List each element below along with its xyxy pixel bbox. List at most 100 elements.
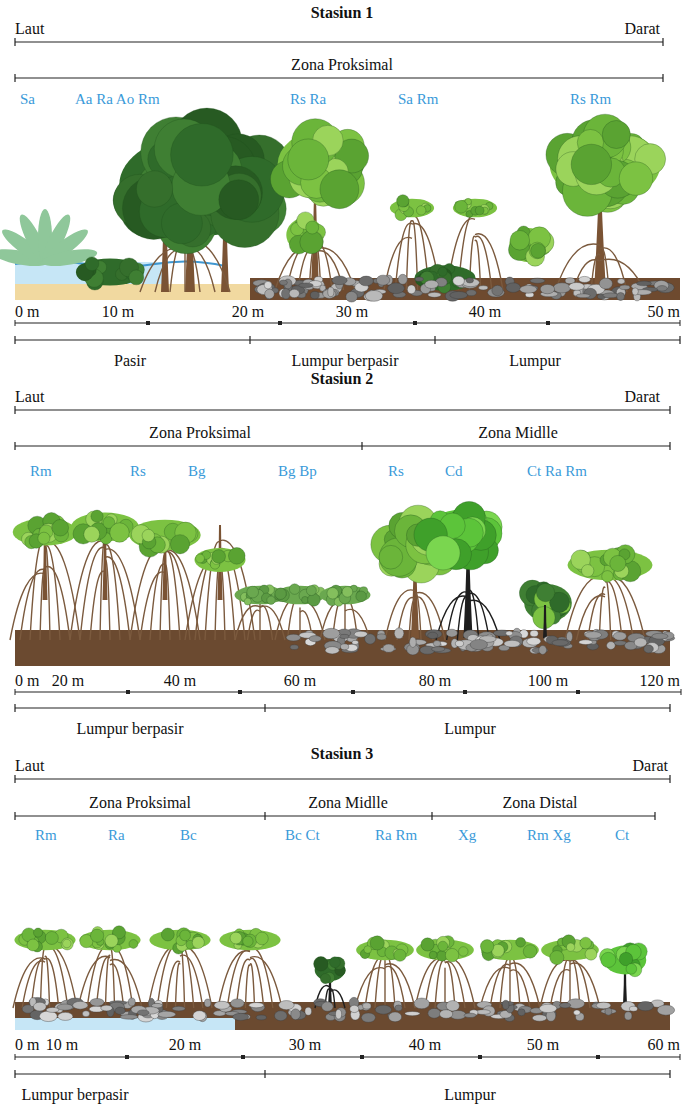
illustration-part bbox=[264, 281, 272, 289]
illustration-part bbox=[398, 274, 407, 284]
distance-label: 120 m bbox=[640, 672, 680, 690]
illustration-part bbox=[15, 689, 16, 695]
illustration-part bbox=[654, 812, 655, 820]
illustration-part bbox=[445, 948, 458, 961]
distance-scale bbox=[15, 689, 681, 695]
illustration-part bbox=[576, 294, 590, 298]
illustration-part bbox=[364, 946, 372, 954]
illustration-part bbox=[478, 1055, 482, 1059]
illustration-part bbox=[463, 690, 467, 694]
species-code: Bg bbox=[188, 462, 206, 480]
illustration-part bbox=[275, 598, 300, 640]
illustration-part bbox=[264, 704, 265, 712]
illustration-part bbox=[546, 321, 550, 325]
illustration-part bbox=[39, 1011, 57, 1022]
illustration-part bbox=[455, 200, 468, 213]
illustration-part bbox=[365, 290, 382, 301]
prop-roots bbox=[385, 590, 445, 640]
illustration-part bbox=[550, 951, 564, 965]
prop-roots bbox=[540, 957, 600, 1008]
illustration-part bbox=[435, 960, 445, 1008]
illustration-part bbox=[140, 248, 185, 292]
illustration-part bbox=[214, 1001, 230, 1009]
illustration-part bbox=[129, 270, 144, 285]
zone-label: Zona Midlle bbox=[478, 424, 558, 442]
illustration-part bbox=[105, 557, 130, 640]
illustration-part bbox=[15, 77, 663, 78]
illustration-part bbox=[90, 998, 104, 1006]
illustration-part bbox=[195, 548, 246, 572]
illustration-part bbox=[14, 406, 15, 414]
illustration-part bbox=[481, 940, 539, 960]
illustration-part bbox=[166, 961, 180, 1008]
illustration-part bbox=[101, 1005, 113, 1011]
illustration-part bbox=[629, 1006, 637, 1011]
tree-canopy bbox=[195, 548, 246, 572]
illustration-part bbox=[259, 599, 260, 640]
illustration-part bbox=[15, 320, 16, 326]
illustration-part bbox=[480, 940, 493, 953]
illustration-part bbox=[142, 529, 154, 541]
tree-canopy bbox=[235, 585, 286, 605]
illustration-part bbox=[291, 1009, 301, 1020]
illustration-part bbox=[370, 936, 384, 950]
prop-roots bbox=[565, 576, 645, 640]
illustration-part bbox=[618, 279, 625, 284]
species-code: Rs Rm bbox=[570, 90, 611, 108]
tree-canopy bbox=[546, 114, 666, 216]
illustration-part bbox=[256, 1015, 266, 1020]
illustration-part bbox=[228, 548, 245, 565]
zone-label: Zona Proksimal bbox=[149, 424, 251, 442]
illustration-part bbox=[85, 257, 99, 271]
direction-label: Laut bbox=[15, 388, 44, 406]
illustration-part bbox=[245, 965, 250, 1008]
transect-bar bbox=[15, 775, 670, 783]
illustration-part bbox=[394, 949, 406, 961]
illustration-part bbox=[14, 336, 15, 344]
illustration-part bbox=[680, 1054, 681, 1060]
illustration-part bbox=[265, 289, 275, 298]
illustration-part bbox=[125, 1055, 129, 1059]
illustration-part bbox=[445, 958, 475, 1008]
direction-label: Darat bbox=[624, 388, 660, 406]
illustration-part bbox=[130, 546, 165, 640]
tree-canopy bbox=[416, 936, 474, 962]
illustration-part bbox=[136, 171, 172, 207]
distance-label: 10 m bbox=[46, 1036, 78, 1054]
transect-bar bbox=[15, 406, 670, 414]
illustration-part bbox=[425, 280, 439, 288]
illustration-part bbox=[305, 1007, 312, 1015]
illustration-part bbox=[657, 1005, 674, 1015]
illustration-part bbox=[681, 689, 682, 695]
species-code: Aa Ra Ao Rm bbox=[75, 90, 160, 108]
illustration-part bbox=[235, 606, 260, 640]
illustration-part bbox=[425, 630, 442, 639]
illustration-part bbox=[336, 1009, 342, 1019]
illustration-part bbox=[385, 590, 415, 640]
illustration-part bbox=[585, 632, 602, 639]
illustration-part bbox=[466, 290, 476, 296]
illustration-part bbox=[619, 162, 652, 195]
illustration-part bbox=[603, 293, 618, 298]
illustration-part bbox=[602, 571, 613, 582]
illustration-part bbox=[175, 963, 180, 1008]
illustration-part bbox=[669, 1070, 670, 1078]
distance-label: 20 m bbox=[169, 1036, 201, 1054]
tree-canopy bbox=[600, 943, 648, 977]
species-code: Bc bbox=[180, 826, 197, 844]
illustration-part bbox=[536, 583, 554, 601]
illustration-part bbox=[342, 587, 353, 598]
illustration-part bbox=[15, 815, 655, 816]
illustration-part bbox=[669, 704, 670, 712]
illustration-part bbox=[632, 288, 638, 295]
distance-label: 40 m bbox=[164, 672, 196, 690]
illustration-part bbox=[365, 634, 376, 644]
species-code: Rm Xg bbox=[527, 826, 571, 844]
illustration-part bbox=[256, 932, 269, 945]
illustration-part bbox=[637, 1001, 653, 1010]
tree-canopy bbox=[219, 928, 280, 950]
illustration-part bbox=[314, 957, 329, 972]
illustration-part bbox=[45, 567, 70, 640]
illustration-part bbox=[128, 998, 135, 1006]
illustration-part bbox=[351, 690, 355, 694]
